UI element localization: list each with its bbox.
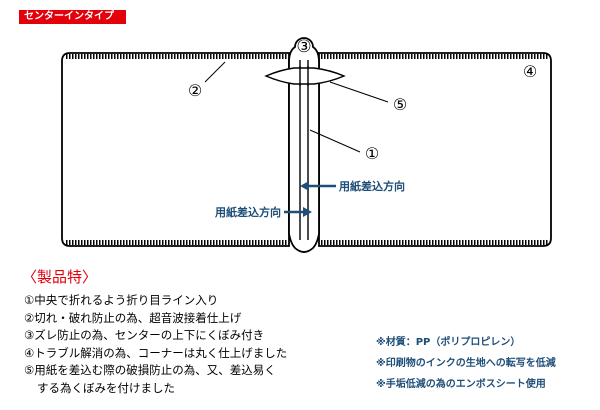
callout-2: ② bbox=[188, 81, 202, 100]
feature-item: ③ズレ防止の為、センターの上下にくぼみ付き bbox=[24, 328, 265, 342]
top-weld-edge-left bbox=[65, 54, 287, 59]
left-panel bbox=[61, 52, 290, 247]
callout-5: ⑤ bbox=[393, 95, 407, 114]
insert-direction-label-right: 用紙差込方向 bbox=[339, 179, 405, 193]
product-diagram: ③ ② ④ ⑤ ① 用紙差込方向 用紙差込方向 bbox=[61, 37, 552, 253]
feature-list: ①中央で折れるよう折り目ライン入り ②切れ・破れ防止の為、超音波接着仕上げ ③ズ… bbox=[24, 292, 287, 397]
insert-arrow-right bbox=[300, 181, 336, 191]
top-weld-edge-right bbox=[321, 54, 549, 59]
type-badge: センターインタイプ bbox=[19, 10, 126, 24]
note-item: ※手垢低減の為のエンボスシート使用 bbox=[376, 379, 546, 390]
feature-item: ①中央で折れるよう折り目ライン入り bbox=[24, 293, 219, 307]
bottom-weld-edge-right bbox=[321, 240, 549, 245]
callout-3: ③ bbox=[296, 37, 311, 57]
features-heading: 〈製品特〉 bbox=[22, 268, 98, 286]
insertion-notch bbox=[264, 66, 346, 86]
note-item: ※材質：PP（ポリプロピレン） bbox=[376, 337, 521, 348]
insert-direction-label-left: 用紙差込方向 bbox=[215, 205, 281, 219]
right-panel bbox=[318, 52, 552, 247]
feature-item-continuation: する為くぼみを付けました bbox=[37, 380, 175, 395]
feature-item: ②切れ・破れ防止の為、超音波接着仕上げ bbox=[24, 310, 242, 325]
leader-line-5 bbox=[329, 81, 389, 103]
feature-item: ⑤用紙を差込む際の破損防止の為、又、差込易く bbox=[24, 363, 276, 377]
leader-line-2 bbox=[204, 61, 226, 83]
insert-arrow-left bbox=[284, 207, 312, 217]
callout-4: ④ bbox=[523, 62, 537, 81]
feature-item: ④トラブル解消の為、コーナーは丸く仕上げました bbox=[24, 345, 288, 360]
callout-1: ① bbox=[365, 144, 379, 163]
note-item: ※印刷物のインクの生地への転写を低減 bbox=[376, 358, 556, 369]
notes-list: ※材質：PP（ポリプロピレン） ※印刷物のインクの生地への転写を低減 ※手垢低減… bbox=[376, 332, 556, 395]
bottom-weld-edge-left bbox=[65, 240, 287, 245]
leader-line-1 bbox=[309, 129, 361, 153]
